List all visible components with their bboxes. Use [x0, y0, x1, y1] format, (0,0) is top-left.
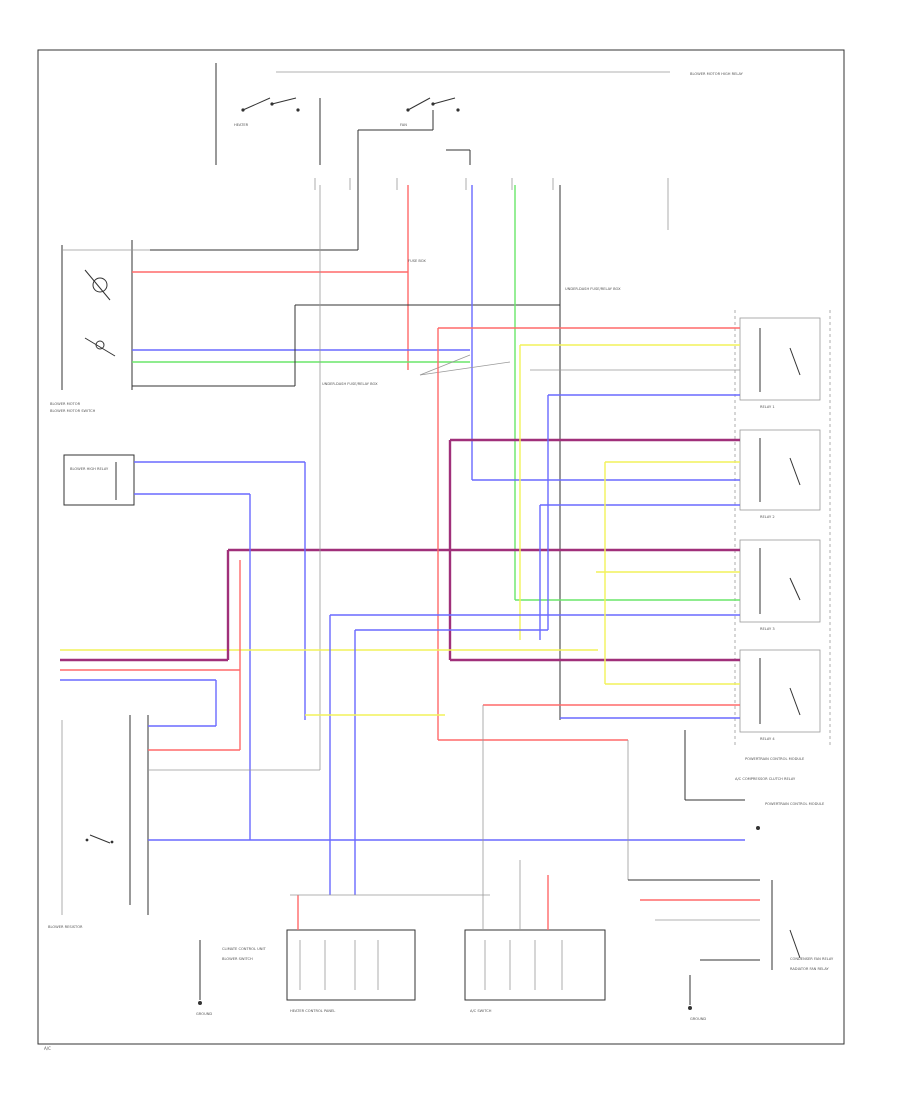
pcm-bottom-label: A/C COMPRESSOR CLUTCH RELAY — [735, 777, 796, 781]
relay-1-label: RELAY 1 — [760, 405, 775, 409]
bottom-connector-right: A/C SWITCH — [464, 929, 606, 1013]
left-module-label: BLOWER HIGH RELAY — [70, 467, 109, 471]
pointer-line-1 — [419, 354, 471, 376]
relay-2-label: RELAY 2 — [760, 515, 775, 519]
bottom-left-ground-dot — [198, 1001, 202, 1005]
blower-motor-label: BLOWER MOTOR — [50, 402, 81, 406]
bottom-left-label-1: CLIMATE CONTROL UNIT — [222, 947, 267, 951]
bottom-center-label-2: A/C SWITCH — [470, 1009, 492, 1013]
bottom-right-label-2: RADIATOR FAN RELAY — [790, 967, 830, 971]
relay-4: RELAY 4 POWERTRAIN CONTROL MODULE — [739, 649, 821, 761]
bottom-left-label-2: BLOWER SWITCH — [222, 957, 253, 961]
bottom-right-ground-dot — [688, 1006, 692, 1010]
blower-motor-block: BLOWER MOTOR BLOWER MOTOR SWITCH — [50, 240, 358, 413]
switch-heater-label: HEATER — [234, 123, 249, 127]
switch-fan-label: FAN — [400, 123, 407, 127]
bottom-center-label-1: HEATER CONTROL PANEL — [290, 1009, 335, 1013]
blower-motor-switch-label: BLOWER MOTOR SWITCH — [50, 409, 96, 413]
switch-heater: HEATER — [234, 97, 321, 165]
junction-center-label: UNDER-DASH FUSE/RELAY BOX — [322, 382, 378, 386]
junction-mid-label: UNDER-DASH FUSE/RELAY BOX — [565, 287, 621, 291]
diagram-frame — [37, 49, 845, 1045]
bottom-left-label-3: GROUND — [196, 1012, 212, 1016]
pointer-line-2 — [419, 361, 511, 376]
blower-resistor-label: BLOWER RESISTOR — [48, 925, 83, 929]
right-side-note: POWERTRAIN CONTROL MODULE — [765, 802, 825, 806]
relay-4-sub-label: POWERTRAIN CONTROL MODULE — [745, 757, 805, 761]
blower-switch-lower: BLOWER RESISTOR — [48, 715, 149, 929]
relay-3-label: RELAY 3 — [760, 627, 775, 631]
footer-code: A/C — [44, 1046, 51, 1051]
relay-1: RELAY 1 — [739, 317, 821, 409]
relay-3: RELAY 3 — [739, 539, 821, 631]
right-relay-contact — [789, 929, 801, 959]
junction-left-label: FUSE BOX — [408, 259, 426, 263]
bottom-right-label-3: GROUND — [690, 1017, 706, 1021]
relay-4-label: RELAY 4 — [760, 737, 775, 741]
right-top-note: BLOWER MOTOR HIGH RELAY — [690, 72, 744, 76]
left-module: BLOWER HIGH RELAY — [63, 454, 135, 506]
relay-2: RELAY 2 — [739, 429, 821, 519]
bottom-right-label-1: CONDENSER FAN RELAY — [790, 957, 834, 961]
top-connector-labels — [314, 178, 669, 230]
right-ground-dot — [756, 826, 760, 830]
switch-fan: FAN — [357, 97, 471, 250]
bottom-connector-left: HEATER CONTROL PANEL — [286, 929, 416, 1013]
